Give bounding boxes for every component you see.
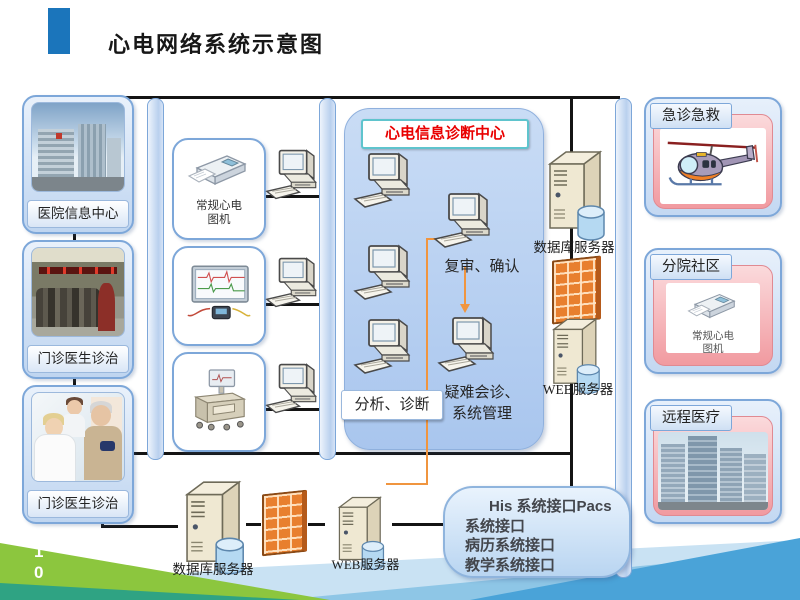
- firewall-icon: [552, 255, 601, 325]
- workstation-computer-icon: [265, 146, 323, 204]
- hospital-towers-photo: [658, 432, 768, 510]
- database-server-label: 数据库服务器: [533, 240, 615, 255]
- hospital-info-center-label: 医院信息中心: [27, 200, 129, 228]
- diagnosis-center-title: 心电信息诊断中心: [361, 119, 529, 149]
- arrow-down-icon: [460, 304, 470, 313]
- connector-box2-box3: [73, 375, 76, 386]
- consult-manage-label: 疑难会诊、 系统管理: [444, 385, 520, 422]
- analyst-computer-icon: [353, 149, 417, 213]
- workflow-line-vertical: [426, 239, 428, 485]
- workflow-line-bottom: [386, 483, 428, 485]
- rescue-helicopter-icon: [662, 133, 762, 197]
- branch-community-label: 分院社区: [650, 254, 732, 280]
- database-server-label: 数据库服务器: [172, 562, 254, 577]
- helicopter-image-area: [660, 128, 766, 204]
- branch-ecg-label: 常规心电 图机: [692, 331, 734, 353]
- bubble-line: 教学系统接口: [465, 556, 556, 574]
- review-confirm-label: 复审、确认: [444, 259, 520, 275]
- connector-row2: [262, 303, 322, 306]
- workstation-computer-icon: [265, 254, 323, 312]
- branch-community-box: 常规心电 图机 分院社区: [644, 248, 782, 374]
- ecg-machine-icon: [186, 148, 252, 192]
- analysis-diagnosis-label: 分析、诊断: [341, 390, 443, 420]
- analyst-computer-icon: [353, 315, 417, 379]
- network-bus-pillar-middle: [319, 98, 336, 460]
- branch-ecg-image-area: 常规心电 图机: [666, 283, 760, 353]
- analyst-computer-icon: [353, 241, 417, 305]
- web-server-label: WEB服务器: [542, 382, 614, 397]
- outpatient-hall-label: 门诊医生诊治: [27, 345, 129, 373]
- connector-row3: [262, 408, 322, 411]
- network-bus-pillar-left: [147, 98, 164, 460]
- bubble-line: 病历系统接口: [465, 537, 556, 554]
- connector-web-bubble: [392, 523, 445, 526]
- emergency-rescue-label: 急诊急救: [650, 103, 732, 129]
- hospital-building-photo: [31, 102, 125, 192]
- title-accent-bar: [48, 8, 70, 54]
- bubble-line: His 系统接口Pacs: [489, 498, 612, 515]
- system-interfaces-bubble: His 系统接口Pacs 系统接口 病历系统接口 教学系统接口: [443, 486, 631, 578]
- connector-box1-box2: [73, 230, 76, 241]
- ecg-monitor-icon: [183, 264, 255, 322]
- connector-row1: [262, 195, 322, 198]
- outpatient-hall-box: 门诊医生诊治: [22, 240, 134, 379]
- review-computer-icon: [433, 189, 497, 253]
- ecg-cart-box: [172, 352, 266, 452]
- doctor-consult-photo: [31, 392, 125, 482]
- bubble-line: 系统接口: [465, 517, 526, 535]
- ecg-machine-icon: [685, 288, 741, 324]
- page-number: 10: [34, 542, 44, 582]
- consult-computer-icon: [437, 313, 501, 377]
- doctor-consult-label: 门诊医生诊治: [27, 490, 129, 518]
- ecg-machine-box: 常规心电 图机: [172, 138, 266, 240]
- doctor-consult-box: 门诊医生诊治: [22, 385, 134, 524]
- ecg-cart-icon: [188, 368, 250, 432]
- connector-firewall-web: [308, 523, 325, 526]
- telemedicine-box: 远程医疗: [644, 399, 782, 524]
- workflow-line-down: [464, 267, 466, 305]
- outpatient-hall-photo: [31, 247, 125, 337]
- web-server-label: WEB服务器: [331, 557, 400, 572]
- connector-db-firewall: [246, 523, 261, 526]
- connector-to-db-server: [101, 525, 178, 528]
- ecg-monitor-box: [172, 246, 266, 346]
- emergency-rescue-box: 急诊急救: [644, 97, 782, 217]
- database-server-icon: [536, 148, 612, 248]
- workstation-computer-icon: [265, 360, 323, 418]
- hospital-info-center-box: 医院信息中心: [22, 95, 134, 234]
- ecg-machine-label: 常规心电 图机: [196, 200, 242, 226]
- telemedicine-label: 远程医疗: [650, 405, 732, 431]
- page-title: 心电网络系统示意图: [108, 32, 325, 57]
- bus-line-bottom: [130, 452, 571, 455]
- diagnosis-center-panel: 心电信息诊断中心 复审、确认 疑难会诊、 系统管理 分析、诊断: [341, 108, 544, 485]
- firewall-icon: [262, 489, 307, 557]
- bus-line-top: [125, 96, 620, 99]
- network-bus-pillar-right: [615, 98, 632, 578]
